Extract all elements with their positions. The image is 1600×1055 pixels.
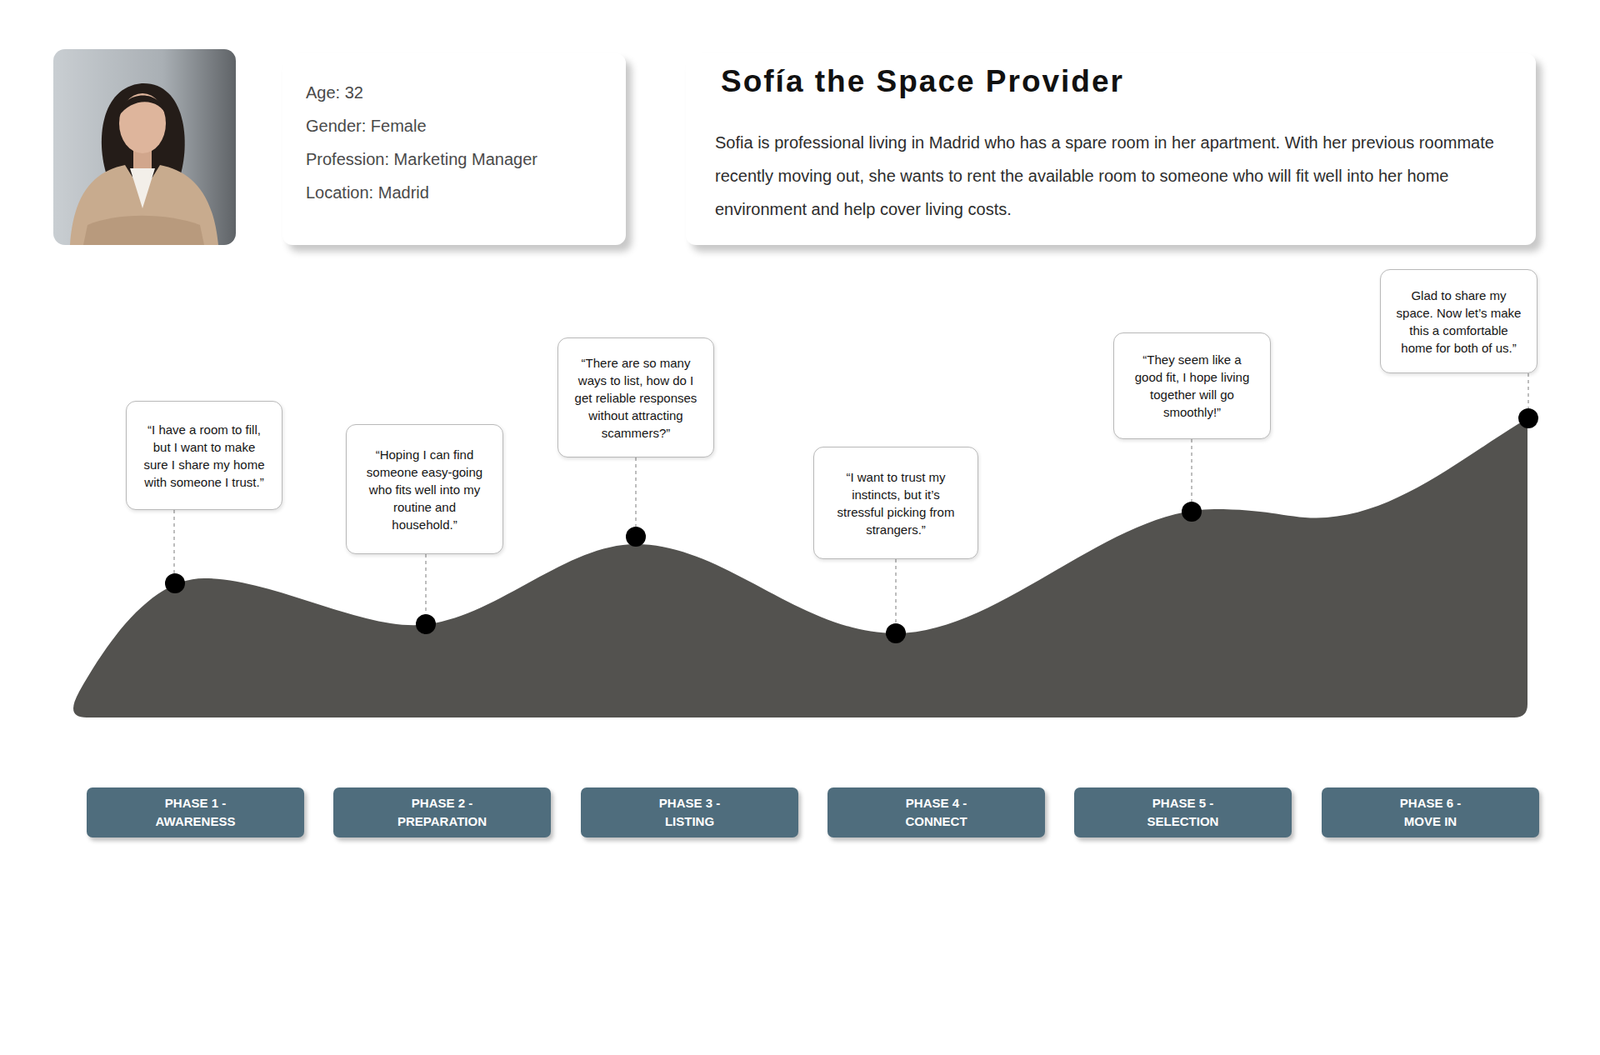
text-wrap: Glad to share my space. Now let’s make t…: [1394, 286, 1524, 357]
text-wrap: “Hoping I can find someone easy-going wh…: [360, 445, 490, 534]
phase-name: PHASE 4 - CONNECT: [891, 794, 982, 831]
journey-dots: [165, 408, 1539, 644]
phase-name: PHASE 1 - AWARENESS: [150, 794, 241, 831]
persona-attribute: Location: Madrid: [305, 175, 626, 210]
persona-description: Sofia is professional living in Madrid w…: [715, 125, 1511, 226]
phase-name: PHASE 6 - MOVE IN: [1385, 794, 1476, 831]
text-wrap: PHASE 4 - CONNECT: [891, 794, 982, 831]
phase-name: PHASE 2 - PREPARATION: [397, 794, 488, 831]
quote-text: “There are so many ways to list, how do …: [571, 354, 700, 442]
text-wrap: PHASE 1 - AWARENESS: [150, 794, 241, 831]
text-wrap: PHASE 6 - MOVE IN: [1385, 794, 1476, 831]
text-wrap: PHASE 5 - SELECTION: [1138, 794, 1229, 831]
quote-text: “They seem like a good fit, I hope livin…: [1127, 350, 1257, 421]
journey-curve: [73, 418, 1528, 718]
quote-text: “Hoping I can find someone easy-going wh…: [360, 445, 490, 534]
quote-text: “I have a room to fill, but I want to ma…: [140, 420, 269, 491]
persona-attribute: Profession: Marketing Manager: [305, 142, 626, 176]
text-wrap: “I want to trust my instincts, but it’s …: [827, 468, 965, 539]
phase-label: PHASE 6 - MOVE IN: [1321, 787, 1540, 838]
persona-attribute: Age: 32: [305, 75, 626, 110]
persona-summary-card: Sofía the Space ProviderSofia is profess…: [685, 53, 1536, 245]
quote-text: “I want to trust my instincts, but it’s …: [827, 468, 965, 539]
text-wrap: “There are so many ways to list, how do …: [571, 354, 700, 442]
quote-callout: “There are so many ways to list, how do …: [557, 337, 715, 458]
quote-callout: Glad to share my space. Now let’s make t…: [1380, 269, 1538, 374]
phase-name: PHASE 3 - LISTING: [645, 794, 735, 831]
phase-name: PHASE 5 - SELECTION: [1138, 794, 1229, 831]
text-wrap: “I have a room to fill, but I want to ma…: [140, 420, 269, 491]
phase-label: PHASE 1 - AWARENESS: [86, 787, 305, 838]
text-wrap: “They seem like a good fit, I hope livin…: [1127, 350, 1257, 421]
quote-callout: “I have a room to fill, but I want to ma…: [125, 400, 283, 510]
quote-callout: “They seem like a good fit, I hope livin…: [1113, 332, 1271, 440]
phase-label: PHASE 2 - PREPARATION: [333, 787, 551, 838]
persona-photo: [53, 49, 236, 245]
text-wrap: PHASE 2 - PREPARATION: [397, 794, 488, 831]
phase-label: PHASE 3 - LISTING: [580, 787, 799, 838]
persona-details-card: Age: 32Gender: FemaleProfession: Marketi…: [282, 53, 626, 245]
quote-callout: “I want to trust my instincts, but it’s …: [813, 446, 979, 560]
leader-lines: [174, 373, 1529, 634]
quote-callout: “Hoping I can find someone easy-going wh…: [345, 424, 504, 555]
persona-name: Sofía the Space Provider: [715, 63, 1511, 100]
persona-attribute: Gender: Female: [305, 109, 626, 143]
phase-label: PHASE 4 - CONNECT: [827, 787, 1045, 838]
phase-label: PHASE 5 - SELECTION: [1074, 787, 1292, 838]
text-wrap: PHASE 3 - LISTING: [645, 794, 735, 831]
quote-text: Glad to share my space. Now let’s make t…: [1394, 286, 1524, 357]
